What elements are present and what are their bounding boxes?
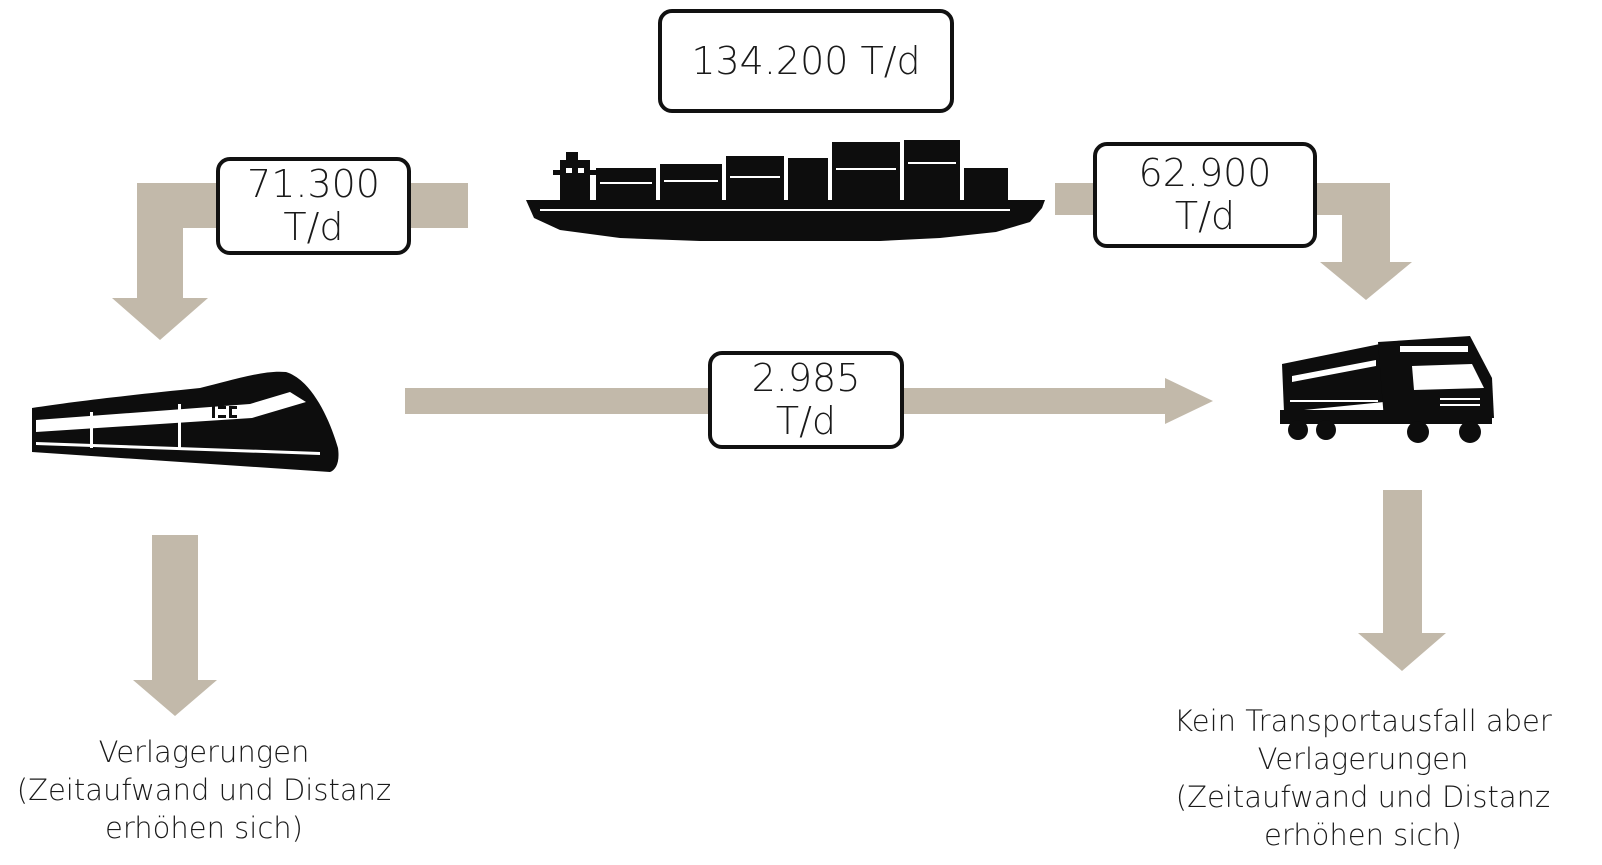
rail-to-road-flow-unit: T/d <box>775 399 837 443</box>
truck-silhouette-icon <box>1280 336 1494 443</box>
road-flow-unit: T/d <box>1174 194 1236 238</box>
rail-flow-unit: T/d <box>283 205 344 249</box>
rail-to-road-flow-value: 2.985 <box>751 356 861 401</box>
rail-flow-value: 71.300 <box>247 162 380 207</box>
road-outcome-caption: Kein Transportausfall aber Verlagerungen… <box>1160 702 1566 854</box>
total-flow-value: 134.200 T/d <box>691 38 921 83</box>
container-ship-silhouette-icon <box>526 140 1045 241</box>
rail-outcome-line: (Zeitaufwand und Distanz <box>16 773 392 807</box>
rail-to-road-flow-box: 2.985 T/d <box>708 351 904 449</box>
rail-outcome-line: erhöhen sich) <box>104 811 303 845</box>
rail-outcome-line: Verlagerungen <box>98 735 310 769</box>
road-flow-box: 62.900 T/d <box>1093 142 1317 248</box>
total-flow-box: 134.200 T/d <box>658 9 954 113</box>
arrow-rail-outcome <box>133 535 217 716</box>
road-outcome-line: Kein Transportausfall aber <box>1174 704 1552 738</box>
road-outcome-line: (Zeitaufwand und Distanz <box>1175 780 1551 814</box>
arrow-road-outcome <box>1358 490 1446 671</box>
rail-flow-box: 71.300 T/d <box>216 157 411 255</box>
road-outcome-line: Verlagerungen <box>1257 742 1469 776</box>
road-flow-value: 62.900 <box>1138 151 1272 196</box>
road-outcome-line: erhöhen sich) <box>1263 818 1462 852</box>
rail-outcome-caption: Verlagerungen (Zeitaufwand und Distanz e… <box>0 733 408 847</box>
ice-train-silhouette-icon <box>32 371 339 472</box>
